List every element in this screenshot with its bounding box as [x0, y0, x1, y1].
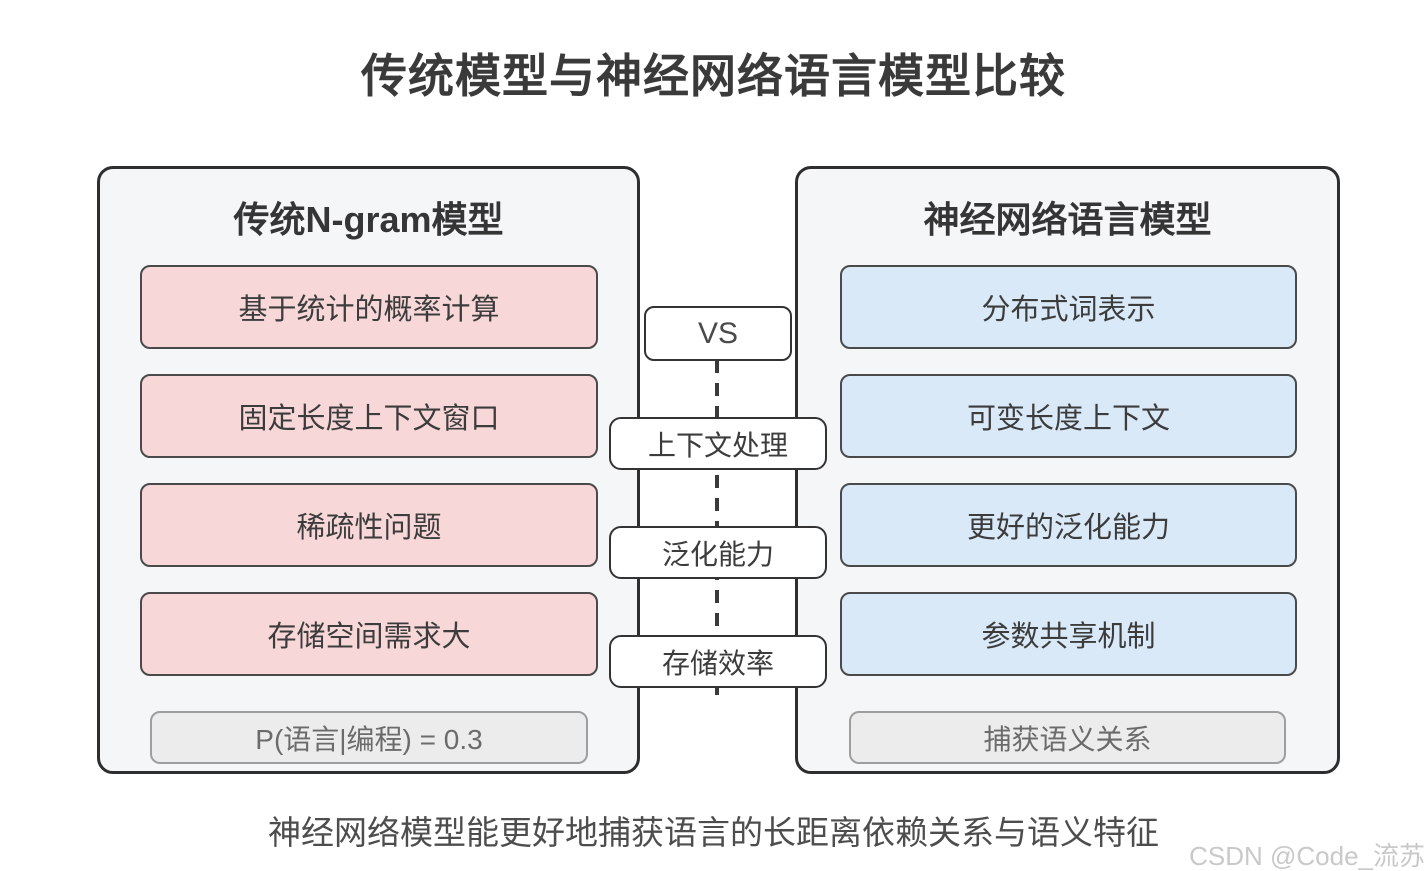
comparison-label-storage: 存储效率: [609, 635, 827, 688]
neural-feature-box: 可变长度上下文: [840, 374, 1297, 458]
panel-ngram-model: 传统N-gram模型 基于统计的概率计算 固定长度上下文窗口 稀疏性问题 存储空…: [97, 166, 640, 774]
neural-feature-box: 更好的泛化能力: [840, 483, 1297, 567]
ngram-example-box: P(语言|编程) = 0.3: [150, 711, 588, 764]
ngram-feature-box: 稀疏性问题: [140, 483, 598, 567]
comparison-label-generalization: 泛化能力: [609, 526, 827, 579]
vs-badge: VS: [644, 306, 792, 361]
neural-example-box: 捕获语义关系: [849, 711, 1286, 764]
page-title: 传统模型与神经网络语言模型比较: [361, 50, 1066, 102]
panel-neural-title: 神经网络语言模型: [923, 199, 1212, 240]
ngram-feature-box: 固定长度上下文窗口: [140, 374, 598, 458]
ngram-feature-box: 基于统计的概率计算: [140, 265, 598, 349]
panel-ngram-title: 传统N-gram模型: [233, 199, 504, 240]
comparison-label-context: 上下文处理: [609, 417, 827, 470]
panel-neural-model: 神经网络语言模型 分布式词表示 可变长度上下文 更好的泛化能力 参数共享机制 捕…: [795, 166, 1340, 774]
bottom-caption: 神经网络模型能更好地捕获语言的长距离依赖关系与语义特征: [268, 814, 1159, 851]
neural-feature-box: 分布式词表示: [840, 265, 1297, 349]
ngram-feature-box: 存储空间需求大: [140, 592, 598, 676]
neural-feature-box: 参数共享机制: [840, 592, 1297, 676]
watermark-text: CSDN @Code_流苏: [1189, 841, 1425, 871]
